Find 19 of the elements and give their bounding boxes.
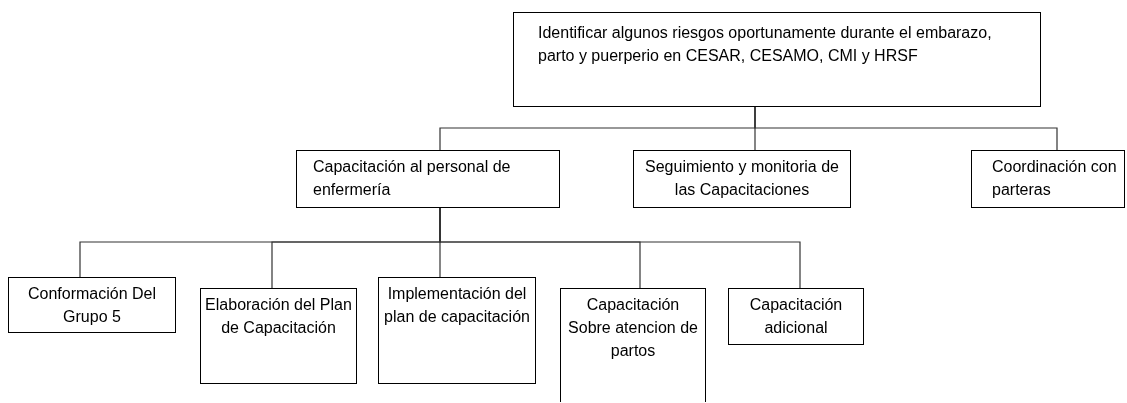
text-box [971,150,1125,208]
text-box [8,277,176,333]
text-box [633,150,851,208]
text-box [378,277,536,384]
box-label: Conformación Del Grupo 5 [26,284,158,327]
text-box [560,288,706,402]
box-label: Seguimiento y monitoria de las Capacitaciones [644,157,840,200]
box-label: Capacitación adicional [748,295,844,338]
box-label: Coordinación con parteras [992,157,1118,200]
text-box [296,150,560,208]
text-box [513,12,1041,107]
box-label: Elaboración del Plan de Capacitación [205,295,352,338]
box-label: Capacitación al personal de enfermería [313,157,512,200]
text-box [728,288,864,345]
box-label: Capacitación Sobre atencion de partos [567,295,699,361]
connector-line [754,106,1058,151]
box-label: Identificar algunos riesgos oportunamente durante el embarazo, parto y puerperio en CESAR, CESAMO, CMI y HRSF [538,23,993,66]
box-label: Implementación del plan de capacitación [383,284,531,327]
text-box [200,288,357,384]
